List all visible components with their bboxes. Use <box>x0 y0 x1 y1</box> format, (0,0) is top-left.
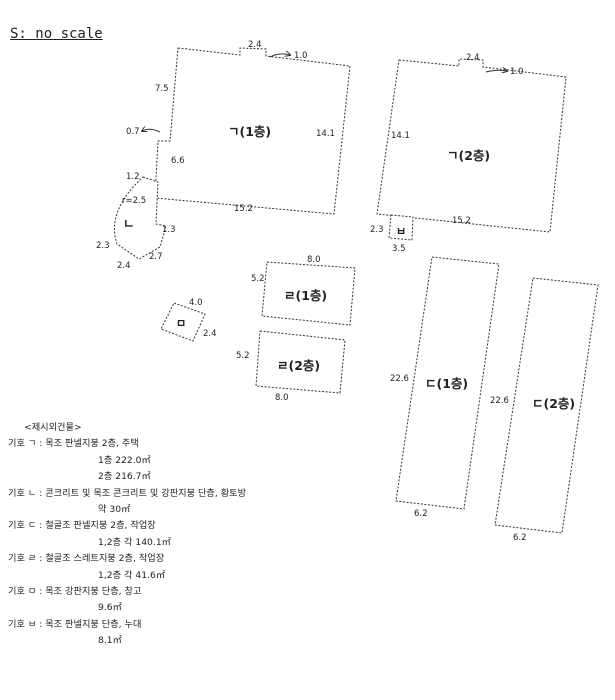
legend-title: <제시외건물> <box>24 422 82 433</box>
legend-line: 2층 216.7㎡ <box>98 471 151 483</box>
b-dim-bottom: 3.5 <box>392 244 406 254</box>
legend-desc: 철골조 스레트지붕 2층, 작업장 <box>45 553 165 565</box>
legend-line: 1,2층 각 41.6㎡ <box>98 569 166 581</box>
g2-dim-top: 2.4 <box>466 53 480 63</box>
g2-label: ㄱ(2층) <box>447 148 490 163</box>
b-dim-left: 2.3 <box>370 225 384 235</box>
g2-dim-bottom: 15.2 <box>452 216 471 226</box>
n-dim-radius: r=2.5 <box>122 196 146 206</box>
m-dim-top: 4.0 <box>189 298 203 308</box>
building-g1: ㄱ(1층) 2.4 1.0 7.5 14.1 15.2 6.6 0.7 <box>126 40 351 215</box>
building-d2: ㄷ(2층) 22.6 6.2 <box>490 277 599 543</box>
g1-dim-bottom: 15.2 <box>234 204 253 214</box>
n-dim-right: 1.3 <box>162 225 176 235</box>
n-dim-left: 2.3 <box>96 241 110 251</box>
g1-label: ㄱ(1층) <box>228 124 271 139</box>
legend-line: 약 30㎡ <box>98 504 131 516</box>
d2-label: ㄷ(2층) <box>532 396 575 411</box>
r1-dim-left: 5.2 <box>251 274 265 284</box>
building-d1: ㄷ(1층) 22.6 6.2 <box>390 256 500 519</box>
r2-label: ㄹ(2층) <box>277 358 320 373</box>
building-r1: ㄹ(1층) 8.0 5.2 <box>251 255 356 326</box>
legend-key: 기호 ㄴ : <box>8 487 46 499</box>
d1-label: ㄷ(1층) <box>425 376 468 391</box>
g1-dim-left: 7.5 <box>155 84 169 94</box>
scale-label: S: no scale <box>10 26 103 42</box>
legend-desc: 목조 판넬지붕 단층, 누대 <box>45 618 142 630</box>
building-m: ㅁ 4.0 2.4 <box>160 298 217 342</box>
legend-desc: 목조 판넬지붕 2층, 주택 <box>45 438 139 450</box>
legend-entry: 기호 ㄷ : 철골조 판넬지붕 2층, 작업장 <box>8 518 246 534</box>
g1-dim-lower-left: 6.6 <box>171 156 185 166</box>
legend-desc: 철골조 판넬지붕 2층, 작업장 <box>45 520 156 532</box>
n-dim-bottom: 2.4 <box>117 261 131 271</box>
building-g2: ㄱ(2층) 2.4 1.0 14.1 15.2 <box>376 53 567 233</box>
d2-dim-left: 22.6 <box>490 396 509 406</box>
d2-dim-bottom: 6.2 <box>513 533 527 543</box>
legend-entry: 기호 ㅁ : 목조 강판지붕 단층, 창고 <box>8 584 246 600</box>
g2-dim-ext: 1.0 <box>510 67 524 77</box>
legend: <제시외건물> 기호 ㄱ : 목조 판넬지붕 2층, 주택 1층 222.0㎡ … <box>8 420 246 650</box>
g2-dim-left: 14.1 <box>391 131 410 141</box>
legend-key: 기호 ㄷ : <box>8 520 46 532</box>
b-label: ㅂ <box>396 225 406 238</box>
legend-desc: 콘크리트 및 목조 콘크리트 및 강판지붕 단층, 황토방 <box>45 487 247 499</box>
m-label: ㅁ <box>176 317 186 330</box>
legend-key: 기호 ㅁ : <box>8 586 46 598</box>
legend-entry: 기호 ㄴ : 콘크리트 및 목조 콘크리트 및 강판지붕 단층, 황토방 <box>8 486 246 502</box>
legend-desc: 목조 강판지붕 단층, 창고 <box>45 586 142 598</box>
legend-key: 기호 ㅂ : <box>8 618 46 630</box>
g1-dim-ext: 1.0 <box>294 51 308 61</box>
g1-dim-bay: 0.7 <box>126 127 140 137</box>
building-b: ㅂ 2.3 3.5 <box>370 214 414 254</box>
g1-dim-top: 2.4 <box>248 40 262 50</box>
m-dim-right: 2.4 <box>203 329 217 339</box>
legend-line: 8.1㎡ <box>98 635 122 647</box>
legend-key: 기호 ㄹ : <box>8 553 46 565</box>
d1-dim-left: 22.6 <box>390 374 409 384</box>
legend-entry: 기호 ㄱ : 목조 판넬지붕 2층, 주택 <box>8 436 246 452</box>
r1-label: ㄹ(1층) <box>284 288 327 303</box>
n-dim-diag: 2.7 <box>149 252 163 262</box>
n-dim-top: 1.2 <box>126 172 140 182</box>
g1-dim-right: 14.1 <box>316 129 335 139</box>
d1-dim-bottom: 6.2 <box>414 509 428 519</box>
r1-dim-top: 8.0 <box>307 255 321 265</box>
r2-dim-bottom: 8.0 <box>275 393 289 403</box>
legend-key: 기호 ㄱ : <box>8 438 46 450</box>
n-label: ㄴ <box>123 216 135 231</box>
r2-dim-left: 5.2 <box>236 351 250 361</box>
building-r2: ㄹ(2층) 5.2 8.0 <box>236 330 346 403</box>
legend-line: 1,2층 각 140.1㎡ <box>98 536 171 548</box>
legend-line: 1층 222.0㎡ <box>98 454 151 466</box>
legend-entry: 기호 ㄹ : 철골조 스레트지붕 2층, 작업장 <box>8 551 246 567</box>
legend-entry: 기호 ㅂ : 목조 판넬지붕 단층, 누대 <box>8 617 246 633</box>
legend-line: 9.6㎡ <box>98 602 122 614</box>
building-n: ㄴ 1.2 r=2.5 1.3 2.3 2.4 2.7 <box>96 172 176 271</box>
